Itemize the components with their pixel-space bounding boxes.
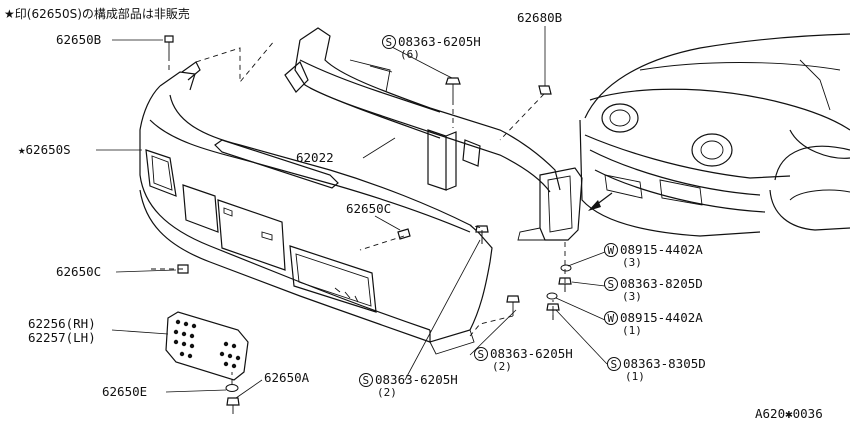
vehicle-outline	[579, 33, 850, 237]
fastener-2-symbol: W	[608, 244, 615, 257]
label-62022: 62022	[296, 150, 334, 165]
label-62650S: ★62650S	[18, 142, 71, 157]
fastener-7-symbol: S	[363, 374, 370, 387]
fastener-3-symbol: S	[608, 278, 615, 291]
fastener-labels: S 08363-6205H (6) W 08915-4402A (3) S 08…	[359, 34, 706, 399]
standard-part-s-icon	[474, 347, 488, 361]
front-bumper-fascia	[139, 61, 493, 355]
label-62650E: 62650E	[102, 384, 147, 399]
label-62650C-lower: 62650C	[56, 264, 101, 279]
washer-w-icon	[604, 243, 618, 257]
fastener-6-qty: (1)	[625, 370, 645, 383]
fog-lamp-cover	[165, 311, 249, 381]
fastener-4-symbol: W	[608, 312, 615, 325]
fastener-5-symbol: S	[478, 348, 485, 361]
label-62680B: 62680B	[517, 10, 562, 25]
fastener-5-code: 08363-6205H	[490, 346, 573, 361]
fastener-1-code: 08363-6205H	[398, 34, 481, 49]
fastener-5-qty: (2)	[492, 360, 512, 373]
label-62650C-upper: 62650C	[346, 201, 391, 216]
bumper-reinforcement	[284, 27, 583, 241]
fastener-7-code: 08363-6205H	[375, 372, 458, 387]
standard-part-s-icon	[382, 35, 396, 49]
label-62650A: 62650A	[264, 370, 310, 385]
hardware-parts	[164, 35, 572, 414]
label-62257: 62257(LH)	[28, 330, 96, 345]
fastener-3-code: 08363-8205D	[620, 276, 703, 291]
standard-part-s-icon	[604, 277, 618, 291]
fastener-7-qty: (2)	[377, 386, 397, 399]
standard-part-s-icon	[607, 357, 621, 371]
leader-lines	[96, 26, 608, 399]
figure-code: A620✱0036	[755, 406, 823, 421]
fastener-4-code: 08915-4402A	[620, 310, 703, 325]
fastener-4-qty: (1)	[622, 324, 642, 337]
fastener-6-code: 08363-8305D	[623, 356, 706, 371]
fastener-2-code: 08915-4402A	[620, 242, 703, 257]
fastener-1-qty: (6)	[400, 48, 420, 61]
fastener-6-symbol: S	[611, 358, 618, 371]
assembly-lines	[150, 39, 566, 384]
fastener-3-qty: (3)	[622, 290, 642, 303]
washer-w-icon	[604, 311, 618, 325]
label-62256: 62256(RH)	[28, 316, 96, 331]
fastener-1-symbol: S	[386, 36, 393, 49]
fastener-2-qty: (3)	[622, 256, 642, 269]
label-62650B: 62650B	[56, 32, 101, 47]
part-labels: 62650B ★62650S 62680B 62022 62650C 62650…	[18, 10, 562, 399]
header-note: ★印(62650S)の構成部品は非販売	[4, 6, 190, 21]
standard-part-s-icon	[359, 373, 373, 387]
